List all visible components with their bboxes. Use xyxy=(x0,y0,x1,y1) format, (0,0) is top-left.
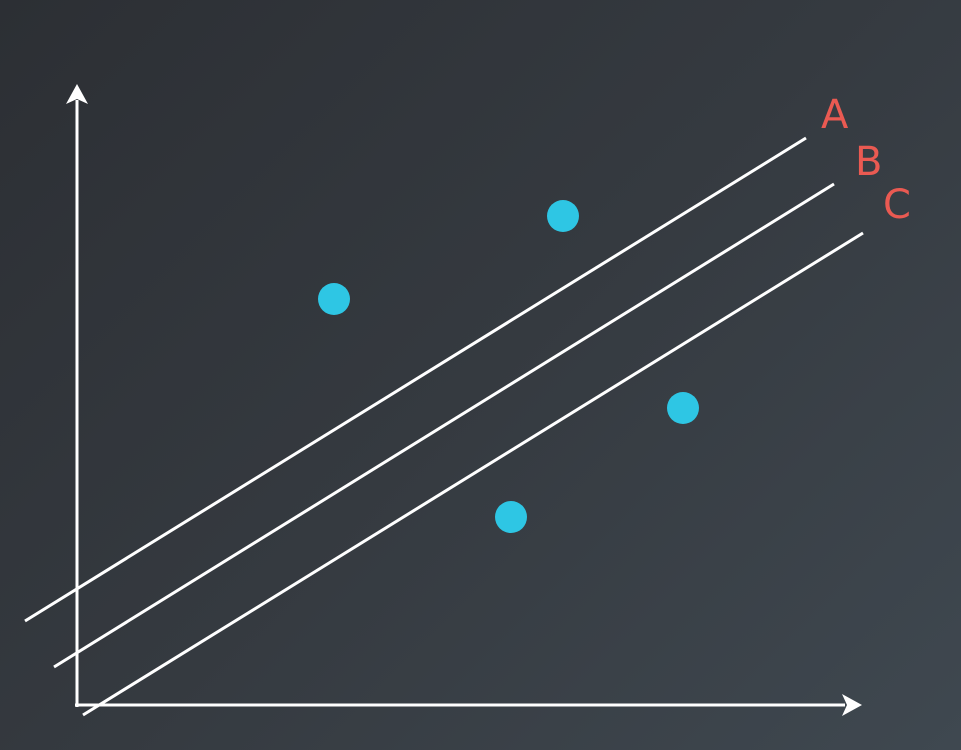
data-points xyxy=(318,200,699,533)
separator-lines xyxy=(24,136,864,717)
line-labels: A B C xyxy=(821,92,911,228)
data-point xyxy=(547,200,579,232)
line-b-label: B xyxy=(855,139,882,185)
data-point xyxy=(495,501,527,533)
data-point xyxy=(318,283,350,315)
x-axis xyxy=(75,694,862,716)
line-a-label: A xyxy=(821,92,849,138)
line-c-label: C xyxy=(883,182,911,228)
y-axis xyxy=(66,84,88,707)
x-axis-arrow-icon xyxy=(842,694,862,716)
line-a xyxy=(24,136,807,623)
y-axis-arrow-icon xyxy=(66,84,88,104)
line-c xyxy=(82,231,864,717)
line-b xyxy=(53,182,835,669)
data-point xyxy=(667,392,699,424)
